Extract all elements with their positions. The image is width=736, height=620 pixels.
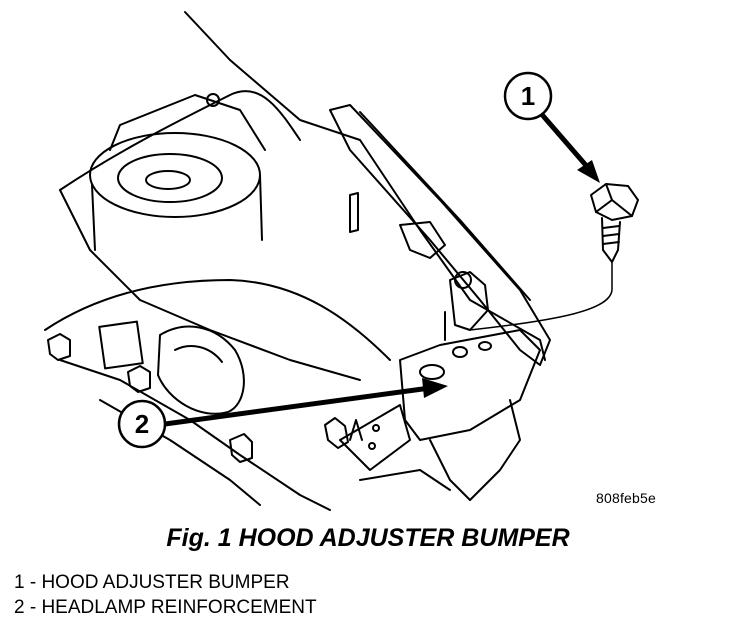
figure-code: 808feb5e	[596, 490, 656, 506]
figure-title: Fig. 1 HOOD ADJUSTER BUMPER	[166, 524, 570, 552]
fender-outline	[59, 90, 301, 191]
legend-item-1: 1 - HOOD ADJUSTER BUMPER	[14, 572, 290, 593]
hood-panel	[184, 11, 546, 361]
callout-1: 1	[503, 71, 600, 183]
strut-tower	[89, 93, 266, 251]
retaining-clips	[47, 333, 363, 463]
legend-item-2: 2 - HEADLAMP REINFORCEMENT	[14, 597, 317, 618]
callout-2-number: 2	[135, 409, 149, 439]
hood-edge-rail	[329, 104, 551, 366]
bumper-mount-post	[444, 271, 489, 341]
hood-adjuster-bumper	[469, 183, 639, 331]
legend: 1 - HOOD ADJUSTER BUMPER 2 - HEADLAMP RE…	[14, 570, 317, 620]
callout-1-number: 1	[521, 81, 535, 111]
hood-adjuster-illustration: 1 2	[44, 11, 639, 511]
headlamp-reinforcement	[339, 329, 541, 501]
callout-2: 2	[117, 378, 448, 449]
headlamp-opening	[98, 320, 245, 415]
